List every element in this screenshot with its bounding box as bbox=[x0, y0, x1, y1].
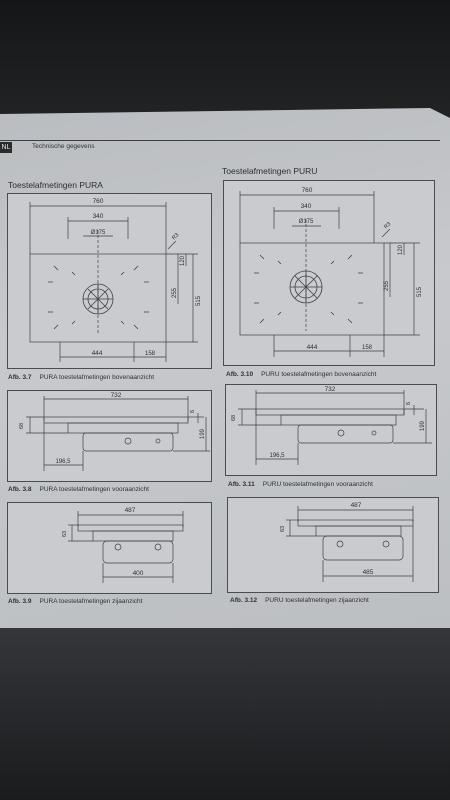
caption-text: PURU toestelafmetingen bovenaanzicht bbox=[261, 371, 377, 378]
dim-340: 340 bbox=[93, 213, 104, 220]
dim-199: 199 bbox=[420, 420, 426, 431]
puru-side-caption: Afb. 3.12 PURU toestelafmetingen zijaanzi… bbox=[230, 597, 369, 604]
caption-number: Afb. 3.9 bbox=[8, 598, 32, 605]
dim-515: 515 bbox=[196, 295, 202, 306]
dim-120: 120 bbox=[398, 244, 404, 255]
dim-444: 444 bbox=[307, 344, 318, 351]
caption-number: Afb. 3.8 bbox=[8, 486, 32, 493]
dim-68: 68 bbox=[231, 415, 237, 421]
dim-485: 485 bbox=[363, 569, 374, 576]
puru-top-view-drawing: 760 340 Ø175 R3 120 255 515 444 158 bbox=[239, 187, 423, 357]
dim-515: 515 bbox=[417, 286, 423, 297]
dim-487: 487 bbox=[351, 502, 362, 509]
dim-diameter: Ø175 bbox=[299, 219, 314, 225]
pura-top-caption: Afb. 3.7 PURA toestelafmetingen bovenaanz… bbox=[8, 374, 154, 381]
photo-background-bottom bbox=[0, 628, 450, 800]
puru-title: Toestelafmetingen PURU bbox=[222, 166, 318, 176]
language-tab: NL bbox=[0, 142, 12, 153]
pura-title: Toestelafmetingen PURA bbox=[8, 180, 103, 190]
dim-diameter: Ø175 bbox=[91, 230, 106, 236]
dim-63: 63 bbox=[62, 531, 68, 537]
caption-text: PURA toestelafmetingen zijaanzicht bbox=[39, 598, 143, 605]
pura-side-caption: Afb. 3.9 PURA toestelafmetingen zijaanzic… bbox=[8, 598, 142, 605]
puru-front-view-figure: 732 68 6 199 196,5 bbox=[225, 384, 437, 476]
dim-196-5: 196,5 bbox=[55, 459, 71, 465]
dim-732: 732 bbox=[325, 386, 336, 393]
pura-side-view-figure: 487 63 400 bbox=[7, 502, 212, 594]
dim-6: 6 bbox=[406, 402, 412, 405]
caption-number: Afb. 3.7 bbox=[8, 374, 32, 381]
pura-front-caption: Afb. 3.8 PURA toestelafmetingen vooraanzi… bbox=[8, 486, 149, 493]
pura-top-view-figure: 760 340 Ø175 R3 120 255 515 444 158 bbox=[7, 193, 212, 369]
dim-760: 760 bbox=[302, 187, 313, 194]
dim-760: 760 bbox=[93, 198, 104, 205]
dim-120: 120 bbox=[180, 255, 186, 266]
puru-front-caption: Afb. 3.11 PURU toestelafmetingen vooraanz… bbox=[228, 481, 373, 488]
puru-top-caption: Afb. 3.10 PURU toestelafmetingen bovenaan… bbox=[226, 371, 376, 378]
caption-number: Afb. 3.11 bbox=[228, 481, 255, 488]
dim-63: 63 bbox=[280, 526, 286, 532]
dim-340: 340 bbox=[301, 203, 312, 210]
puru-side-view-drawing: 487 63 485 bbox=[280, 502, 414, 582]
pura-front-view-drawing: 732 68 6 199 196,5 bbox=[19, 392, 210, 471]
caption-number: Afb. 3.10 bbox=[226, 371, 254, 378]
dim-487: 487 bbox=[125, 507, 136, 514]
section-header: Technische gegevens bbox=[32, 143, 95, 150]
dim-196-5: 196,5 bbox=[269, 453, 285, 459]
dim-radius: R3 bbox=[383, 221, 392, 230]
caption-text: PURU toestelafmetingen vooraanzicht bbox=[262, 481, 373, 488]
dim-68: 68 bbox=[19, 423, 25, 429]
dim-255: 255 bbox=[172, 287, 178, 298]
dim-199: 199 bbox=[200, 428, 206, 439]
puru-side-view-figure: 487 63 485 bbox=[227, 497, 439, 593]
pura-side-view-drawing: 487 63 400 bbox=[62, 507, 184, 583]
dim-158: 158 bbox=[145, 351, 156, 357]
dim-255: 255 bbox=[384, 280, 390, 291]
dim-732: 732 bbox=[111, 392, 122, 399]
caption-number: Afb. 3.12 bbox=[230, 597, 258, 604]
dim-400: 400 bbox=[133, 570, 144, 577]
photo-background-top bbox=[0, 0, 450, 120]
caption-text: PURA toestelafmetingen vooraanzicht bbox=[39, 486, 149, 493]
header-rule bbox=[0, 140, 440, 141]
puru-top-view-figure: 760 340 Ø175 R3 120 255 515 444 158 bbox=[223, 180, 435, 366]
pura-front-view-figure: 732 68 6 199 196,5 bbox=[7, 390, 212, 482]
caption-text: PURU toestelafmetingen zijaanzicht bbox=[265, 597, 369, 604]
dim-444: 444 bbox=[92, 350, 103, 357]
dim-radius: R3 bbox=[171, 232, 180, 241]
dim-6: 6 bbox=[190, 410, 196, 413]
caption-text: PURA toestelafmetingen bovenaanzicht bbox=[39, 374, 155, 381]
dim-158: 158 bbox=[362, 345, 373, 351]
puru-front-view-drawing: 732 68 6 199 196,5 bbox=[231, 386, 432, 465]
pura-top-view-drawing: 760 340 Ø175 R3 120 255 515 444 158 bbox=[29, 198, 202, 362]
